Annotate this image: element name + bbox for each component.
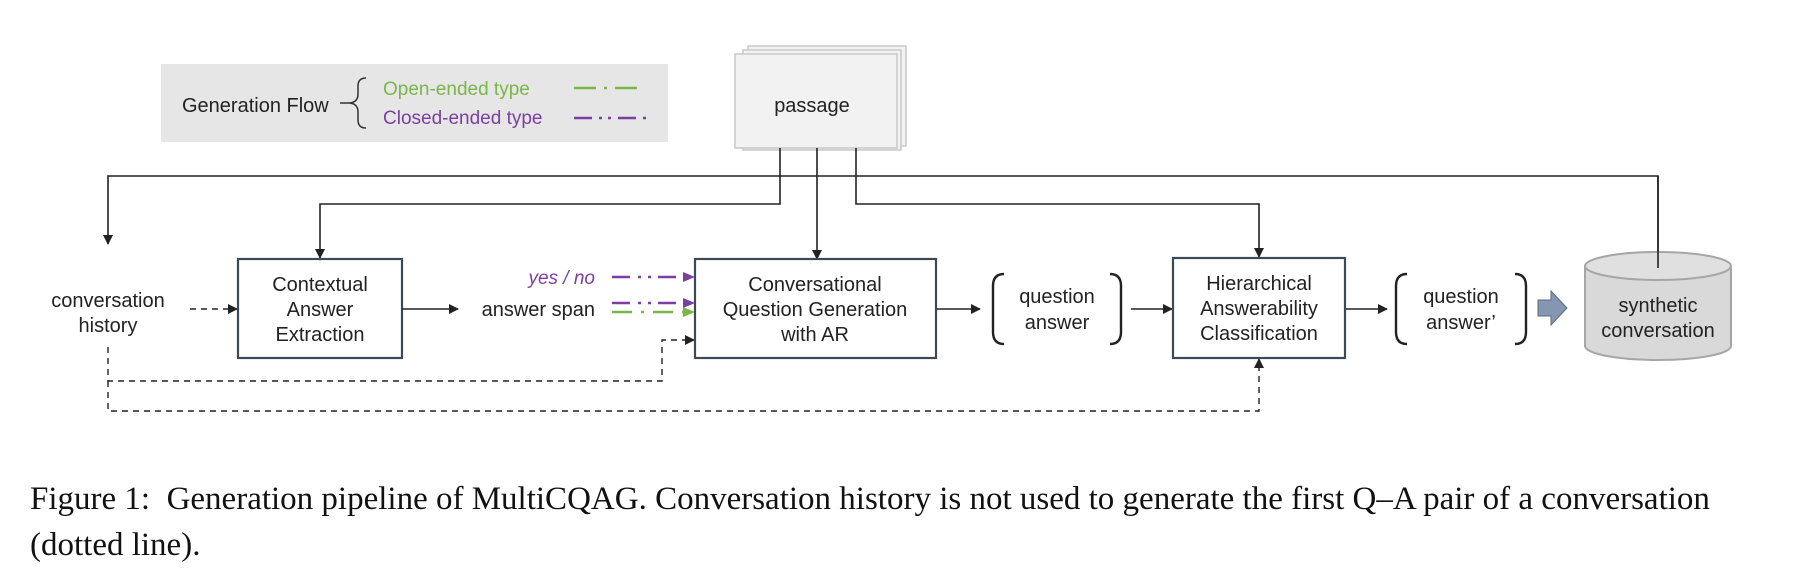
cae-box-frame xyxy=(236,257,404,360)
big-block-arrow-icon xyxy=(1537,289,1568,327)
cqg-label-line2: Question Generation xyxy=(723,299,908,321)
hac-label-line1: Hierarchical xyxy=(1206,273,1312,295)
qa2-left-bracket-icon xyxy=(1394,272,1408,346)
pipeline-diagram: Generation Flow Open-ended type Closed-e… xyxy=(51,45,1732,412)
question-answer-prime-pair: question answer’ xyxy=(1394,272,1528,346)
legend-title: Generation Flow xyxy=(182,95,329,117)
history-to-hac-dashed-arrow xyxy=(107,358,1264,412)
hac-label-line2: Answerability xyxy=(1200,298,1318,320)
hierarchical-answerability-classification-box: Hierarchical Answerability Classificatio… xyxy=(1171,256,1347,360)
passage-to-history-arrow xyxy=(103,175,1659,256)
contextual-answer-extraction-box: Contextual Answer Extraction xyxy=(236,257,404,360)
cqg-label-line1: Conversational xyxy=(748,274,881,296)
history-dashed-connectors xyxy=(107,304,1264,412)
legend-background xyxy=(161,64,668,142)
synthetic-conversation-cylinder: synthetic conversation xyxy=(1584,176,1732,361)
passage-page-front xyxy=(734,53,898,149)
cae-label-line2: Answer xyxy=(287,299,354,321)
qa2-answer-label: answer’ xyxy=(1426,312,1496,334)
qa2-right-bracket-icon xyxy=(1514,272,1528,346)
passage-node: passage xyxy=(734,45,907,151)
conversational-question-generation-box: Conversational Question Generation with … xyxy=(693,257,938,360)
qa1-answer-label: answer xyxy=(1025,312,1090,334)
passage-connectors xyxy=(103,148,1659,260)
hac-label-line3: Classification xyxy=(1200,323,1318,345)
conversation-history-node: conversation history xyxy=(51,290,164,337)
yes-no-label: yes / no xyxy=(526,268,595,289)
cae-label-line3: Extraction xyxy=(276,324,365,346)
legend-open-label: Open-ended type xyxy=(383,79,530,100)
passage-to-cae-arrow xyxy=(315,148,781,259)
answer-span-label: answer span xyxy=(482,299,595,321)
question-answer-pair: question answer xyxy=(991,272,1123,346)
passage-label: passage xyxy=(774,95,850,117)
synthetic-label-line1: synthetic xyxy=(1619,295,1698,317)
cylinder-body xyxy=(1584,266,1732,361)
answer-flow-arrows xyxy=(612,272,695,317)
qa2-question-label: question xyxy=(1423,286,1499,308)
qa1-question-label: question xyxy=(1019,286,1095,308)
passage-to-hac-arrow xyxy=(855,148,1264,258)
legend-closed-label: Closed-ended type xyxy=(383,108,543,129)
figure-caption: Figure 1: Generation pipeline of MultiCQ… xyxy=(30,481,1710,563)
hac-box-frame xyxy=(1171,256,1347,360)
cqg-box-frame xyxy=(693,257,938,360)
history-label-line1: conversation xyxy=(51,290,164,312)
cae-label-line1: Contextual xyxy=(272,274,368,296)
qa1-right-bracket-icon xyxy=(1109,272,1123,346)
cqg-label-line3: with AR xyxy=(780,324,849,346)
qa1-left-bracket-icon xyxy=(991,272,1005,346)
synthetic-label-line2: conversation xyxy=(1601,320,1714,342)
history-label-line2: history xyxy=(79,315,138,337)
history-to-cqg-dashed-arrow xyxy=(107,335,695,382)
legend: Generation Flow Open-ended type Closed-e… xyxy=(161,64,668,142)
